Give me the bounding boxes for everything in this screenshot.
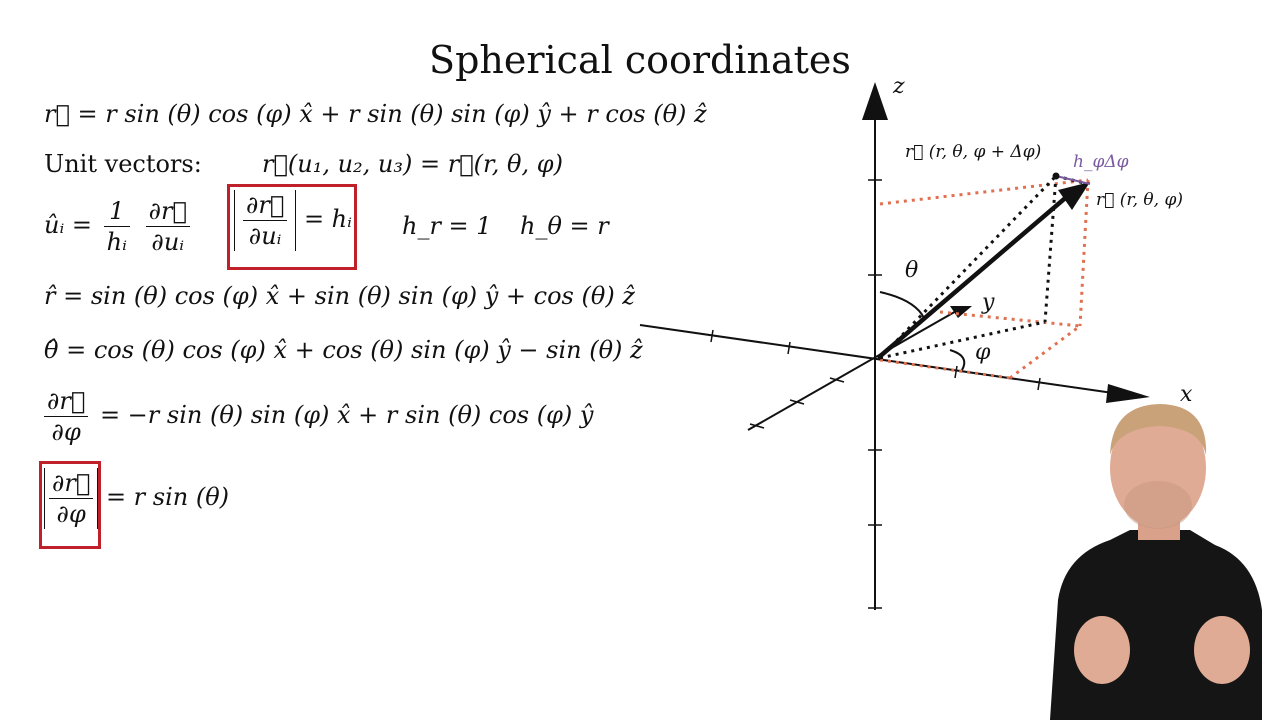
z-axis-ticks [868,179,882,609]
h-theta-equation: h_θ = r [520,212,609,240]
magnitude-highlight-box [39,461,101,549]
theta-hat-equation: θ̂ = cos (θ) cos (φ) x̂ + cos (θ) sin (φ… [44,336,643,364]
unit-vectors-definition: r⃗(u₁, u₂, u₃) = r⃗(r, θ, φ) [262,150,563,178]
phi-arc [949,349,966,371]
fraction-denominator: ∂φ [56,500,86,528]
x-axis-ticks [710,329,1041,391]
magnitude-bars: ∂r⃗ ∂uᵢ [234,190,297,251]
y-axis-ticks [749,377,845,429]
z-axis-arrowhead [862,82,888,120]
phi-label: φ [975,340,991,365]
unit-vector-formula: ûᵢ = 1 hᵢ ∂r⃗ ∂uᵢ [44,196,194,257]
h-phi-delta-phi-vector [1055,175,1091,185]
fraction-denominator: ∂φ [51,418,81,446]
theta-arc [879,291,925,319]
fraction-partial-r-partial-u: ∂r⃗ ∂uᵢ [243,190,288,251]
scale-factor-highlight-box [227,184,357,270]
x-axis-label: x [1180,382,1193,407]
h-r-equation: h_r = 1 [402,212,492,240]
fraction-denominator: ∂uᵢ [248,222,282,250]
fraction-one-over-h: 1 hᵢ [103,196,130,257]
vector-label: r⃗ (r, θ, φ) [1096,190,1184,210]
position-vector [876,192,1072,360]
x-axis-arrowhead [1106,384,1150,403]
shifted-vector-label: r⃗ (r, θ, φ + Δφ) [905,142,1042,162]
scale-factor-rhs: = hᵢ [303,205,352,233]
fraction-denominator: hᵢ [106,228,127,256]
fraction-numerator: ∂r⃗ [49,468,94,499]
u-hat-lhs: ûᵢ = [44,211,93,239]
magnitude-bars: ∂r⃗ ∂φ [44,468,99,529]
magnitude-equation: ∂r⃗ ∂φ = r sin (θ) [44,468,229,529]
fraction-numerator: ∂r⃗ [44,386,89,417]
dr-dphi-rhs: = −r sin (θ) sin (φ) x̂ + r sin (θ) cos … [99,401,594,429]
y-axis-arrowhead [950,306,972,318]
unit-vectors-label: Unit vectors: [44,150,202,178]
fraction-partial-r: ∂r⃗ ∂uᵢ [145,196,190,257]
z-axis-label: z [893,74,905,99]
projection-box-dotted [879,178,1090,380]
r-vector-equation: r⃗ = r sin (θ) cos (φ) x̂ + r sin (θ) si… [44,100,707,128]
scale-factor-definition: ∂r⃗ ∂uᵢ = hᵢ [234,190,352,251]
fraction-partial-r-partial-phi: ∂r⃗ ∂φ [44,386,89,447]
shifted-point [1052,172,1060,180]
fraction-denominator: ∂uᵢ [151,228,185,256]
fraction-numerator: 1 [103,196,130,227]
y-axis-label: y [982,290,995,315]
theta-label: θ [905,258,919,283]
y-axis [747,309,959,431]
h-phi-label: h_φΔφ [1073,152,1129,172]
fraction-numerator: ∂r⃗ [243,190,288,221]
r-hat-equation: r̂ = sin (θ) cos (φ) x̂ + sin (θ) sin (φ… [44,282,635,310]
slide-title: Spherical coordinates [429,38,851,82]
magnitude-rhs: = r sin (θ) [105,483,230,511]
dr-dphi-equation: ∂r⃗ ∂φ = −r sin (θ) sin (φ) x̂ + r sin (… [44,386,593,447]
position-vector-arrowhead [1058,182,1090,210]
fraction-numerator: ∂r⃗ [145,196,190,227]
fraction-partial-r-partial-phi: ∂r⃗ ∂φ [49,468,94,529]
